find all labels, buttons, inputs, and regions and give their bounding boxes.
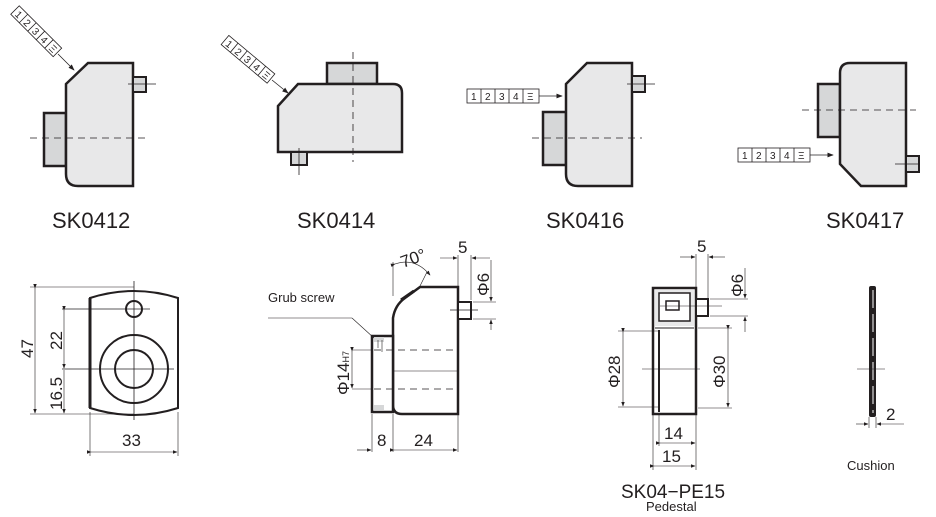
front-view-drawing: 47 22 16.5 33 (18, 281, 179, 456)
svg-text:1: 1 (742, 151, 748, 162)
svg-text:3: 3 (499, 92, 505, 103)
svg-text:2: 2 (485, 92, 491, 103)
position-selector-box: 1 2 3 4 Ξ (737, 147, 811, 163)
svg-text:1: 1 (471, 92, 477, 103)
pedestal-subtitle: Pedestal (646, 499, 697, 514)
svg-text:1: 1 (223, 39, 235, 51)
dim-body-24: 24 (414, 431, 433, 450)
model-label-sk0414: SK0414 (297, 208, 375, 233)
sk0417-drawing: 1 2 3 4 Ξ SK0417 (737, 61, 920, 233)
dim-pedestal-pin-length-5: 5 (697, 237, 706, 256)
dim-bore-14: Φ14H7 (334, 351, 353, 395)
dim-pin-length-5: 5 (458, 238, 467, 257)
svg-text:4: 4 (250, 62, 262, 74)
pedestal-title: SK04−PE15 (621, 482, 725, 503)
position-selector-box: 1 2 3 4 Ξ (220, 34, 276, 84)
svg-text:2: 2 (232, 47, 244, 59)
sk0414-drawing: 1 2 3 4 Ξ SK0414 (220, 34, 404, 233)
dim-hole-offset-22: 22 (47, 331, 66, 350)
side-view-drawing: Grub screw Φ14H7 70° 5 Φ6 8 24 (268, 238, 496, 452)
cushion-title: Cushion (847, 458, 895, 473)
dim-collar-8: 8 (377, 431, 386, 450)
model-label-sk0416: SK0416 (546, 208, 624, 233)
pedestal-drawing: 5 Φ6 Φ28 Φ30 14 15 SK04−PE15 Pedestal (605, 237, 748, 514)
svg-text:Ξ: Ξ (798, 151, 805, 162)
sk0416-drawing: 1 2 3 4 Ξ SK0416 (466, 61, 655, 233)
svg-text:3: 3 (241, 54, 253, 66)
dim-center-16-5: 16.5 (47, 377, 66, 410)
svg-text:3: 3 (770, 151, 776, 162)
sk0412-drawing: 1 2 3 4 Ξ SK0412 (10, 5, 156, 233)
dim-width-33: 33 (122, 431, 141, 450)
dim-height-47: 47 (18, 339, 37, 358)
svg-text:4: 4 (513, 92, 519, 103)
svg-text:Ξ: Ξ (527, 92, 534, 103)
grub-screw-callout: Grub screw (268, 290, 335, 305)
dim-pedestal-pin-dia-6: Φ6 (728, 274, 747, 297)
cushion-drawing: 2 Cushion (847, 286, 904, 473)
dim-inner-dia-28: Φ28 (605, 356, 624, 388)
dim-outer-dia-30: Φ30 (710, 356, 729, 388)
model-label-sk0417: SK0417 (826, 208, 904, 233)
position-selector-box: 1 2 3 4 Ξ (466, 88, 540, 104)
dim-cushion-thickness-2: 2 (886, 405, 895, 424)
dim-outer-width-15: 15 (662, 447, 681, 466)
dim-inner-width-14: 14 (664, 424, 683, 443)
position-selector-box: 1 2 3 4 Ξ (10, 5, 63, 58)
dim-angle-70: 70° (398, 245, 429, 272)
svg-text:2: 2 (756, 151, 762, 162)
model-label-sk0412: SK0412 (52, 208, 130, 233)
svg-text:4: 4 (784, 151, 790, 162)
dim-pin-dia-6: Φ6 (474, 273, 493, 296)
